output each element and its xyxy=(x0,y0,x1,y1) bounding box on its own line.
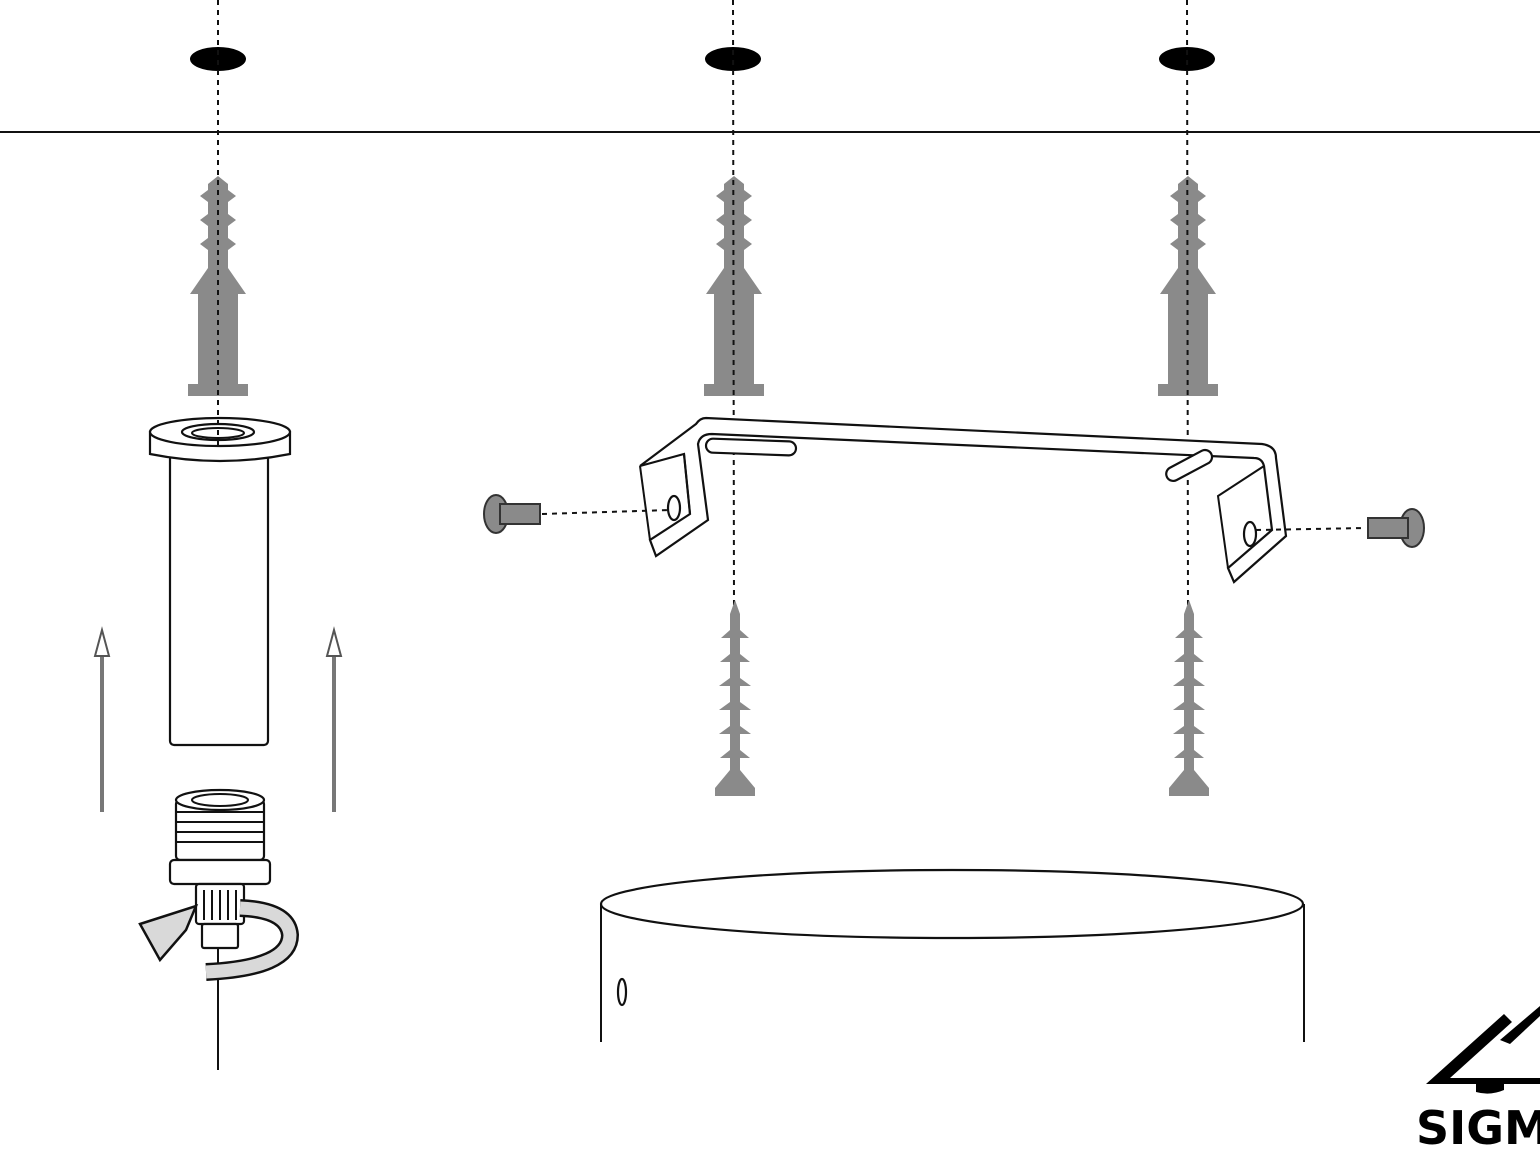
brand-logo: SIGM xyxy=(1416,1006,1540,1151)
ceiling-hole-right xyxy=(1159,47,1215,71)
brand-name: SIGM xyxy=(1416,1101,1540,1151)
mounting-bracket xyxy=(639,416,1288,584)
side-bolt-right xyxy=(1367,508,1425,548)
rod-sleeve xyxy=(148,416,292,747)
side-bolt-left xyxy=(483,494,541,534)
threaded-nipple xyxy=(168,788,272,1070)
ceiling-hole-center xyxy=(705,47,761,71)
guide-line-right xyxy=(1186,0,1189,611)
up-arrow-icon xyxy=(325,626,343,812)
canopy xyxy=(599,868,1305,1042)
bolt-guide-left xyxy=(541,509,671,515)
rotate-arrow-icon xyxy=(138,899,300,981)
guide-line-center xyxy=(732,0,735,611)
wood-screw-center xyxy=(715,600,755,796)
up-arrow-icon xyxy=(93,626,111,812)
ceiling-hole-left xyxy=(190,47,246,71)
bolt-guide-right xyxy=(1255,527,1367,531)
wood-screw-right xyxy=(1169,600,1209,796)
